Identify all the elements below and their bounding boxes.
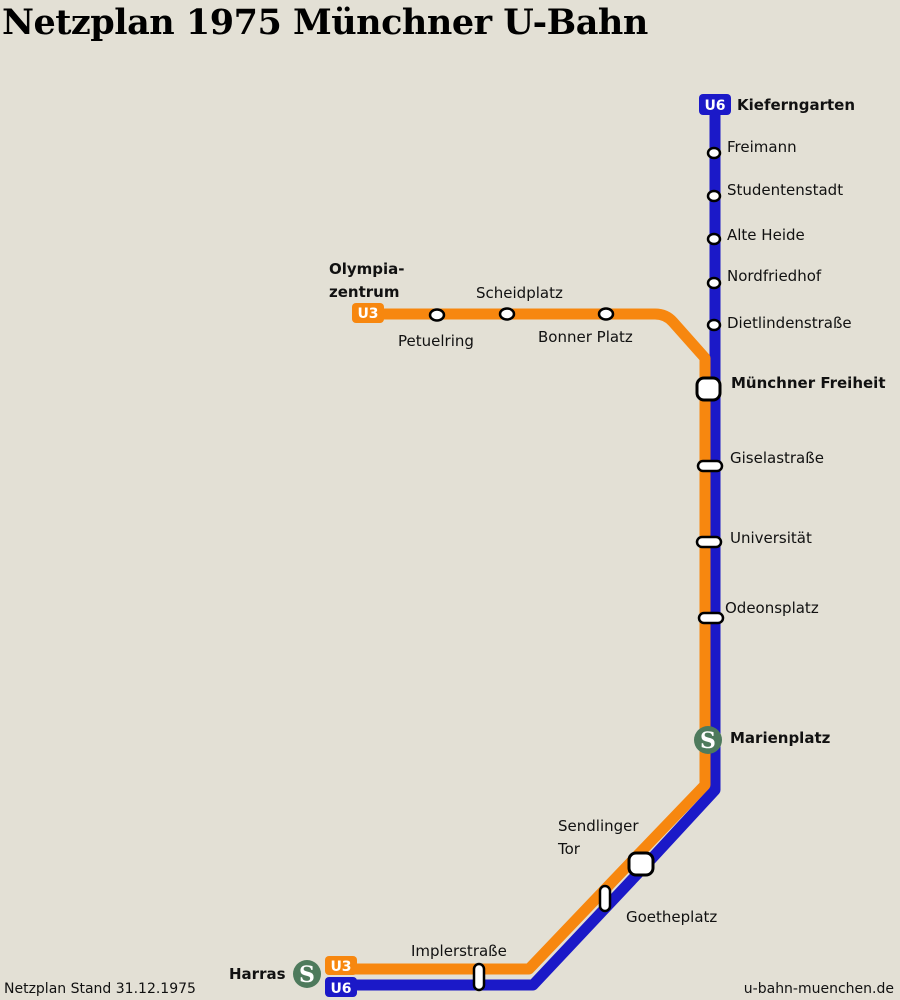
station-goetheplatz[interactable]	[598, 884, 612, 913]
station-giselastrasse[interactable]	[696, 459, 724, 473]
map-title: Netzplan 1975 Münchner U-Bahn	[2, 2, 648, 43]
line-u6	[330, 104, 721, 991]
station-petuelring[interactable]	[428, 308, 446, 322]
station-label-nordfriedhof: Nordfriedhof	[727, 267, 822, 285]
station-label-olympiazentrum-2: zentrum	[329, 283, 399, 301]
station-marienplatz[interactable]: S	[694, 726, 722, 754]
station-label-odeonsplatz: Odeonsplatz	[725, 599, 819, 617]
station-label-kieferngarten: Kieferngarten	[737, 96, 855, 114]
station-alte-heide[interactable]	[706, 232, 722, 246]
station-bonner-platz[interactable]	[597, 307, 615, 321]
station-sendlinger-tor[interactable]	[627, 851, 655, 877]
station-universitaet[interactable]	[695, 535, 723, 549]
station-label-scheidplatz: Scheidplatz	[476, 284, 563, 302]
station-label-harras: Harras	[229, 965, 286, 983]
station-label-sendlinger-tor-2: Tor	[557, 840, 581, 858]
station-implerstrasse[interactable]	[472, 962, 486, 992]
svg-text:U6: U6	[330, 981, 351, 997]
station-label-bonner-platz: Bonner Platz	[538, 328, 633, 346]
station-muenchner-freiheit[interactable]	[695, 376, 722, 402]
station-harras[interactable]: S	[293, 960, 321, 988]
footer-date: Netzplan Stand 31.12.1975	[4, 981, 196, 997]
station-scheidplatz[interactable]	[498, 307, 516, 321]
station-dietlindenstrasse[interactable]	[706, 318, 722, 332]
station-label-marienplatz: Marienplatz	[730, 729, 831, 747]
station-label-universitaet: Universität	[730, 529, 812, 547]
badge-u6-kieferngarten: U6	[699, 94, 731, 115]
station-studentenstadt[interactable]	[706, 189, 722, 203]
svg-text:U3: U3	[357, 306, 378, 322]
station-nordfriedhof[interactable]	[706, 276, 722, 290]
line-u3	[330, 308, 711, 975]
station-label-alte-heide: Alte Heide	[727, 226, 805, 244]
sbahn-icon: S	[299, 962, 315, 988]
station-label-muenchner-freiheit: Münchner Freiheit	[731, 374, 886, 392]
svg-text:U6: U6	[704, 98, 725, 114]
badge-u6-harras: U6	[325, 977, 357, 997]
station-label-studentenstadt: Studentenstadt	[727, 181, 843, 199]
sbahn-icon: S	[700, 728, 716, 754]
footer-source-link[interactable]: u-bahn-muenchen.de	[743, 981, 894, 997]
station-label-sendlinger-tor-1: Sendlinger	[558, 817, 639, 835]
station-freimann[interactable]	[706, 146, 722, 160]
station-label-goetheplatz: Goetheplatz	[626, 908, 717, 926]
station-label-olympiazentrum-1: Olympia-	[329, 260, 405, 278]
badge-u3-harras: U3	[325, 956, 357, 975]
station-odeonsplatz[interactable]	[697, 611, 725, 625]
station-label-giselastrasse: Giselastraße	[730, 449, 824, 467]
station-label-petuelring: Petuelring	[398, 332, 474, 350]
station-label-implerstrasse: Implerstraße	[411, 942, 507, 960]
station-label-freimann: Freimann	[727, 138, 797, 156]
svg-text:U3: U3	[330, 959, 351, 975]
badge-u3-olympiazentrum: U3	[352, 303, 384, 323]
station-label-dietlindenstrasse: Dietlindenstraße	[727, 314, 852, 332]
